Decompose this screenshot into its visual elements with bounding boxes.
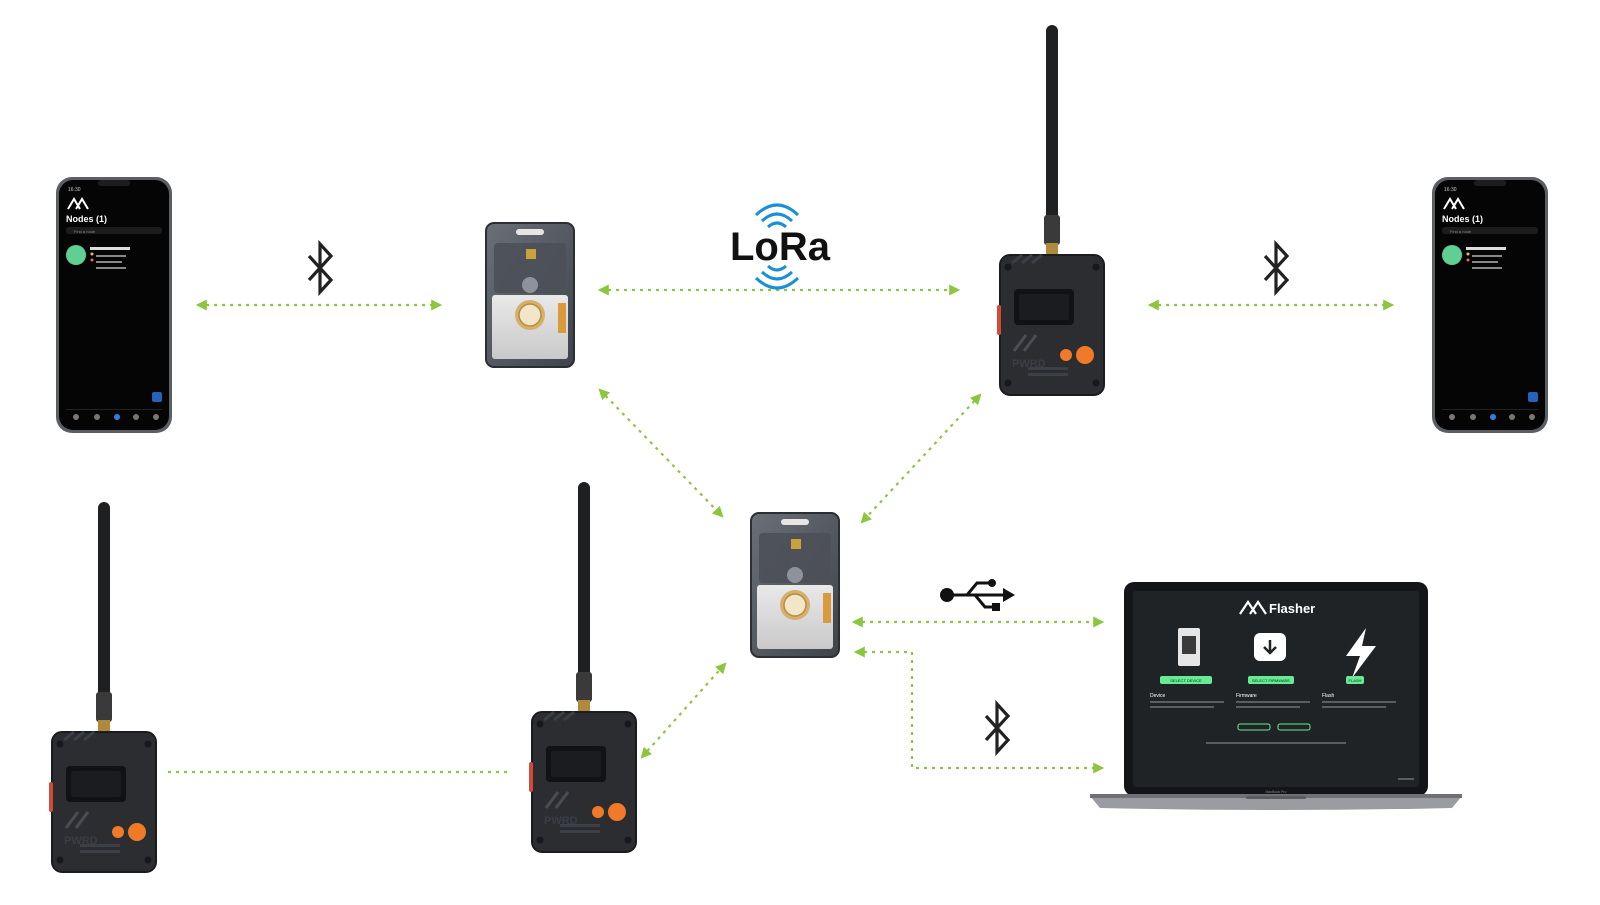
select-firmware-label: SELECT FIRMWARE [1252,678,1291,683]
lora-logo: LoRa [730,203,831,290]
laptop-model: MacBook Pro [1265,790,1286,794]
link-card-center-laptop-bluetooth [853,646,1105,774]
device-brand: PWRD [64,835,98,847]
laptop: MacBook Pro Flasher SELECT DEVICE Device… [1090,582,1462,810]
phone-title: Nodes (1) [1442,214,1483,224]
phone-left: 16:30 Nodes (1) Find a node [55,176,173,434]
flasher-title: Flasher [1269,601,1315,616]
radio-top-right: PWRD [995,23,1106,397]
flash-label: FLASH [1349,678,1362,683]
phone-title: Nodes (1) [66,214,107,224]
device-heading: Device [1150,693,1166,699]
flash-icon [1346,628,1376,678]
bluetooth-icon [307,239,334,297]
flasher-flash-column: FLASH Flash [1322,628,1396,708]
bluetooth-icon [984,699,1011,757]
select-device-button[interactable] [1160,676,1212,684]
link-radio-top-right-card-center [860,393,982,524]
flash-heading: Flash [1322,693,1334,699]
link-radio-bottom-center-card-center [640,662,727,759]
bluetooth-icon [1263,239,1290,297]
flash-button[interactable] [1346,676,1364,684]
phone-search: Find a node [1450,229,1472,234]
select-firmware-button[interactable] [1248,676,1294,684]
phone-search: Find a node [74,229,96,234]
firmware-heading: Firmware [1236,693,1257,699]
radio-bottom-center: PWRD [527,480,638,854]
card-top [485,222,575,368]
links [168,284,1395,774]
radio-bottom-left: PWRD [47,500,158,874]
select-device-label: SELECT DEVICE [1170,678,1202,683]
lora-label: LoRa [730,225,831,269]
device-brand: PWRD [1012,358,1046,370]
meshtastic-logo-icon [1239,600,1267,615]
device-brand: PWRD [544,815,578,827]
flasher-firmware-column: SELECT FIRMWARE Firmware [1236,633,1311,731]
link-card-top-card-center [598,388,724,518]
phone-time: 16:30 [1444,187,1457,193]
phone-time: 16:30 [68,187,81,193]
card-center [750,512,840,658]
flasher-device-column: SELECT DEVICE Device [1150,628,1224,708]
usb-icon [940,579,1015,611]
phone-right: 16:30 Nodes (1) Find a node [1431,176,1549,434]
